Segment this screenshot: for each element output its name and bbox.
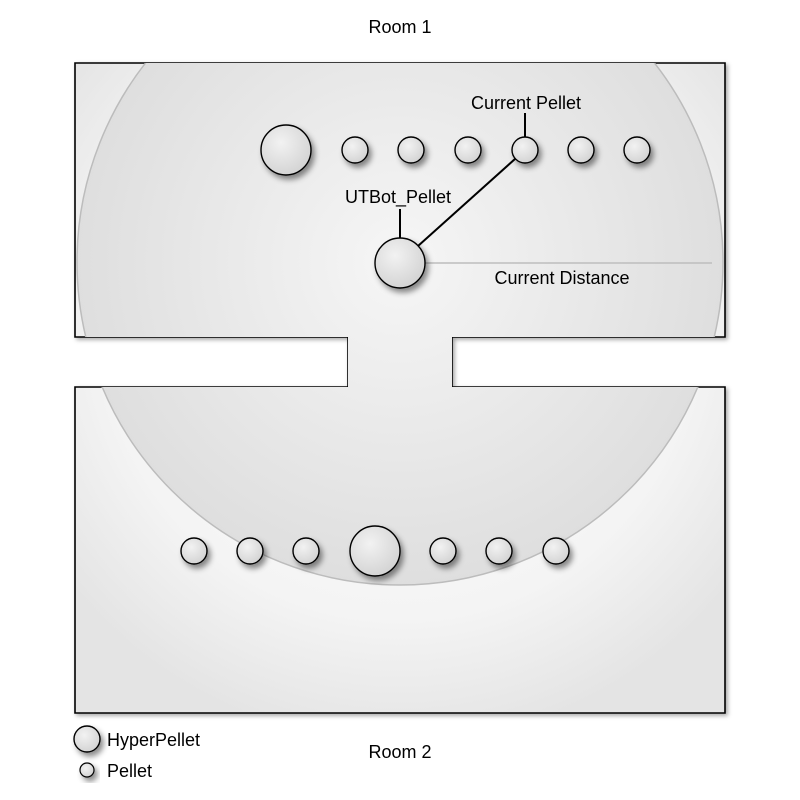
legend-pellet-label: Pellet [107,761,152,781]
legend-hyperpellet-icon [73,725,101,753]
pellet [397,136,425,164]
pellet [341,136,369,164]
room1-pellets [260,124,651,176]
pellet [567,136,595,164]
legend-pellet-icon [79,762,95,778]
pellet [180,537,208,565]
room1-label: Room 1 [368,17,431,37]
room2-pellets [180,525,570,577]
pellet [623,136,651,164]
current-pellet [511,136,539,164]
pellet [292,537,320,565]
legend-hyperpellet-label: HyperPellet [107,730,200,750]
pellet [485,537,513,565]
legend: HyperPellet Pellet [73,725,200,781]
utbot-pellet-label: UTBot_Pellet [345,187,451,208]
hyperpellet [260,124,312,176]
connector-line [417,149,526,247]
hyperpellet [349,525,401,577]
pellet [429,537,457,565]
pellet [236,537,264,565]
pellet [542,537,570,565]
pellet [454,136,482,164]
utbot-pellet [374,237,426,289]
current-distance-label: Current Distance [494,268,629,288]
room2-label: Room 2 [368,742,431,762]
current-pellet-label: Current Pellet [471,93,581,113]
